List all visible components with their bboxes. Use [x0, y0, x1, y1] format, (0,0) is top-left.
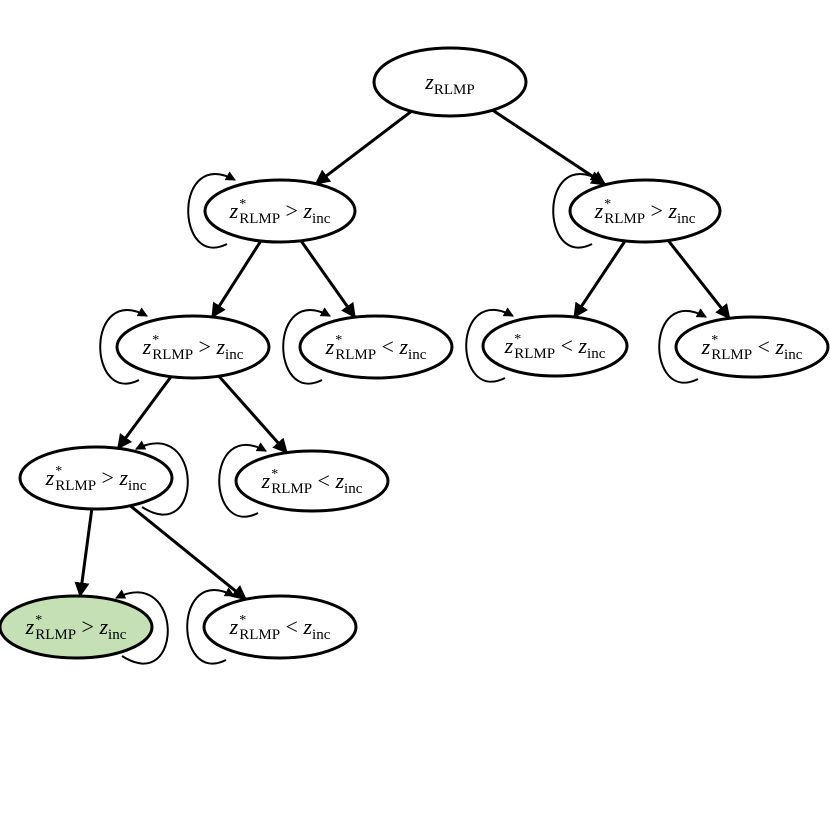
- self-loops-layer: [99, 171, 707, 665]
- edge-n3-to-n7: [116, 375, 173, 450]
- self-loop-n1: [187, 171, 236, 249]
- node-label: z*RLMP > zinc: [25, 613, 127, 643]
- tree-node-n9: z*RLMP > zinc: [0, 594, 154, 660]
- edge-n1-to-n3: [210, 240, 263, 319]
- node-ellipse: [298, 314, 454, 380]
- tree-node-root: zRLMP: [372, 46, 528, 118]
- node-ellipse: [674, 315, 830, 379]
- node-label: z*RLMP > zinc: [229, 197, 331, 227]
- node-ellipse: [568, 178, 722, 244]
- self-loop-n5: [465, 307, 514, 383]
- node-label: z*RLMP < zinc: [701, 333, 803, 363]
- self-loop-n6: [658, 308, 707, 384]
- node-label: z*RLMP < zinc: [504, 332, 606, 362]
- node-ellipse: [203, 178, 357, 244]
- node-ellipse-highlighted: [0, 594, 154, 660]
- self-loop-n8: [218, 442, 267, 518]
- node-label: z*RLMP < zinc: [325, 333, 427, 363]
- node-ellipse: [234, 449, 390, 513]
- node-label: z*RLMP > zinc: [142, 333, 244, 363]
- tree-node-n1: z*RLMP > zinc: [203, 178, 357, 244]
- node-label: z*RLMP > zinc: [594, 197, 696, 227]
- node-ellipse: [202, 594, 358, 660]
- tree-node-n6: z*RLMP < zinc: [674, 315, 830, 379]
- tree-node-n10: z*RLMP < zinc: [202, 594, 358, 660]
- self-loop-n10: [186, 587, 235, 665]
- self-loop-n9: [115, 589, 169, 665]
- node-label: z*RLMP > zinc: [45, 464, 147, 494]
- edge-n1-to-n4: [299, 239, 357, 319]
- self-loop-n7: [135, 440, 189, 516]
- tree-node-n8: z*RLMP < zinc: [234, 449, 390, 513]
- node-label: z*RLMP < zinc: [261, 467, 363, 497]
- nodes-layer: zRLMP z*RLMP > zinc z*RLMP > zinc z*RLMP > …: [0, 46, 830, 660]
- node-ellipse: [372, 46, 528, 118]
- edge-n7-to-n10: [129, 504, 247, 601]
- self-loop-n4: [282, 307, 331, 385]
- node-ellipse: [18, 445, 174, 511]
- tree-node-n3: z*RLMP > zinc: [115, 314, 271, 380]
- edge-root-to-n2: [491, 108, 607, 186]
- node-label: zRLMP: [424, 69, 474, 98]
- tree-node-n4: z*RLMP < zinc: [298, 314, 454, 380]
- tree-node-n7: z*RLMP > zinc: [18, 445, 174, 511]
- self-loop-n3: [99, 307, 148, 385]
- edges-layer: [74, 108, 731, 601]
- node-ellipse: [115, 314, 271, 380]
- node-label: z*RLMP < zinc: [229, 613, 331, 643]
- tree-node-n5: z*RLMP < zinc: [481, 314, 629, 378]
- tree-node-n2: z*RLMP > zinc: [568, 178, 722, 244]
- self-loop-n2: [552, 171, 601, 249]
- edge-n2-to-n6: [667, 239, 731, 320]
- edge-n2-to-n5: [573, 240, 627, 319]
- node-ellipse: [481, 314, 629, 378]
- edge-n7-to-n9: [74, 508, 94, 598]
- edge-root-to-n1: [314, 110, 413, 185]
- edge-n3-to-n8: [217, 375, 288, 454]
